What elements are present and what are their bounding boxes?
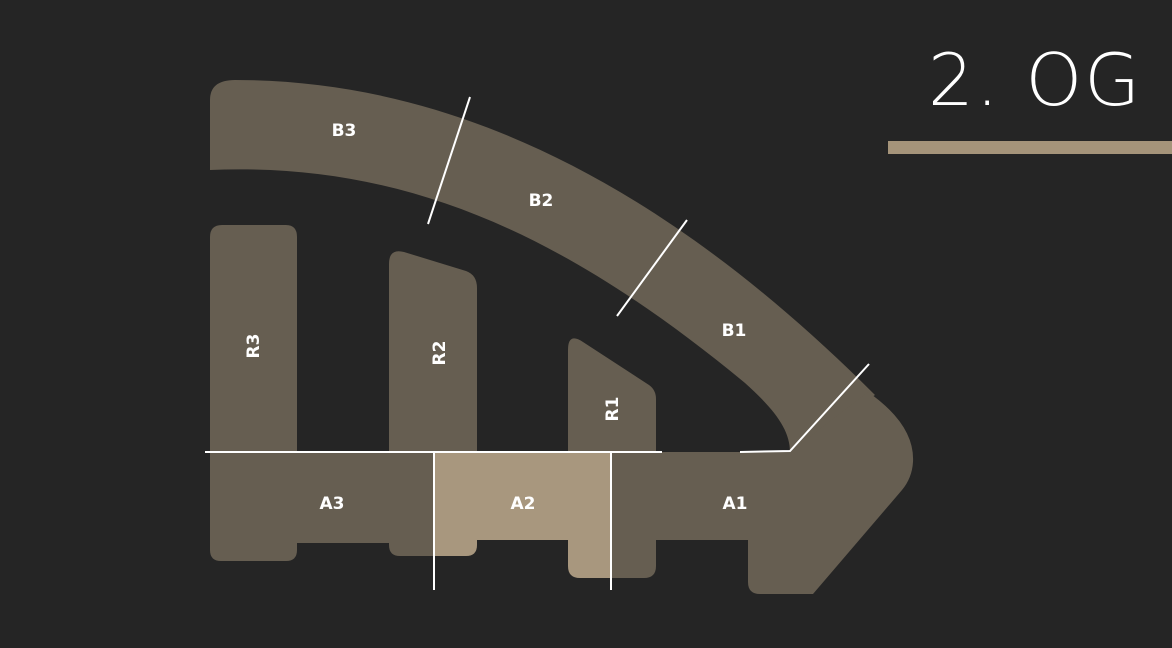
divider-line <box>427 96 471 225</box>
divider-line <box>616 219 688 317</box>
label-b1: B1 <box>722 321 747 341</box>
label-b2: B2 <box>529 191 554 211</box>
unit-a2[interactable] <box>434 452 611 578</box>
accent-bar <box>888 141 1172 154</box>
unit-a3-r3[interactable] <box>210 225 434 561</box>
unit-r2[interactable] <box>389 251 477 452</box>
label-r1: R1 <box>603 397 623 422</box>
label-b3: B3 <box>332 121 357 141</box>
label-r2: R2 <box>430 341 450 366</box>
label-a3: A3 <box>320 494 345 514</box>
unit-b[interactable] <box>210 80 875 452</box>
unit-a1[interactable] <box>611 392 914 594</box>
divider-line <box>739 363 870 453</box>
label-a2: A2 <box>511 494 536 514</box>
label-a1: A1 <box>723 494 748 514</box>
label-r3: R3 <box>244 334 264 359</box>
floor-title: 2. OG <box>927 38 1142 122</box>
unit-r1[interactable] <box>568 338 656 452</box>
